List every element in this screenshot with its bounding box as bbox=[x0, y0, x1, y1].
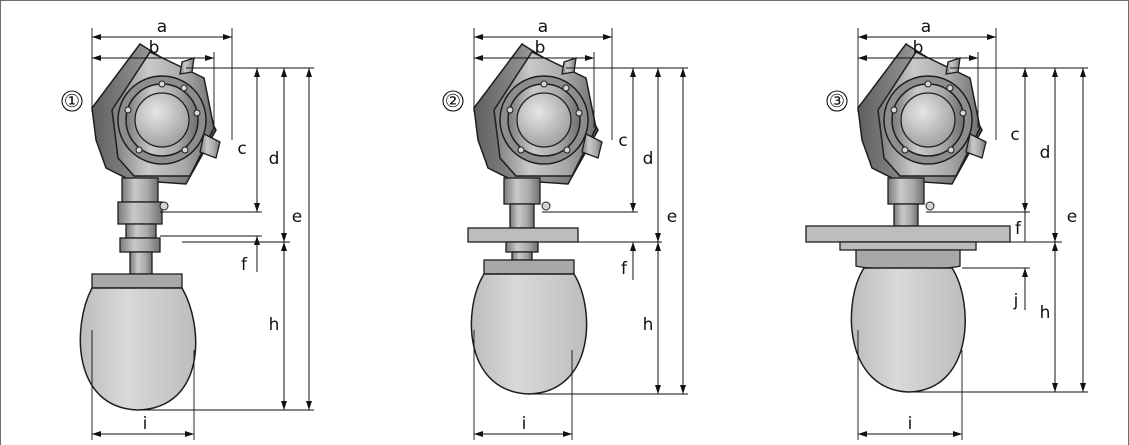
variant-3-horn-rim bbox=[855, 249, 961, 270]
variant-1-label-b: b bbox=[149, 38, 160, 58]
variant-3-label-a: a bbox=[921, 17, 931, 37]
variant-1-horn bbox=[79, 287, 197, 411]
variant-3-flange-step bbox=[839, 241, 977, 251]
variant-1-housing bbox=[91, 42, 221, 185]
variant-2-flange bbox=[467, 227, 579, 243]
variant-3-neck bbox=[887, 177, 925, 205]
variant-2-label-h: h bbox=[643, 315, 654, 335]
variant-1-thread bbox=[125, 223, 157, 239]
variant-2-label-f: f bbox=[621, 259, 628, 279]
variant-2-label-a: a bbox=[538, 17, 548, 37]
variant-3-number-circle bbox=[826, 90, 848, 112]
variant-3: ③ a b bbox=[805, 17, 1088, 440]
variant-1-number: ① bbox=[64, 91, 80, 112]
variant-1-label-h: h bbox=[269, 315, 280, 335]
variant-1-label-i: i bbox=[143, 414, 148, 434]
variant-2: ② a b bbox=[442, 17, 688, 440]
variant-1-nut bbox=[117, 201, 163, 225]
variant-2-horn bbox=[470, 273, 588, 395]
variant-3-housing bbox=[857, 42, 987, 185]
variant-3-flange bbox=[805, 225, 1011, 243]
variant-2-label-b: b bbox=[535, 38, 546, 58]
variant-1-label-a: a bbox=[157, 17, 167, 37]
variant-3-label-f: f bbox=[1015, 219, 1022, 239]
variant-3-label-e: e bbox=[1067, 207, 1077, 227]
variant-3-horn bbox=[850, 267, 966, 393]
variant-2-stem bbox=[509, 203, 535, 229]
variant-1-adapter bbox=[119, 237, 161, 253]
variant-1: ① a bbox=[61, 17, 314, 440]
variant-3-label-d: d bbox=[1040, 143, 1051, 163]
variant-2-housing bbox=[473, 42, 603, 185]
variant-3-label-c: c bbox=[1010, 125, 1019, 145]
variant-1-neck bbox=[121, 177, 159, 203]
variant-1-number-circle bbox=[61, 90, 83, 112]
variant-2-label-d: d bbox=[643, 149, 654, 169]
variant-2-number: ② bbox=[445, 91, 461, 112]
variant-2-neck bbox=[503, 177, 541, 205]
variant-1-horn-rim bbox=[91, 273, 183, 289]
variant-1-label-e: e bbox=[292, 207, 302, 227]
variant-2-horn-rim bbox=[483, 259, 575, 275]
variant-3-stem bbox=[893, 203, 919, 227]
variant-3-label-j: j bbox=[1013, 291, 1019, 311]
variant-3-label-h: h bbox=[1040, 303, 1051, 323]
variant-3-label-i: i bbox=[908, 414, 913, 434]
variant-2-thread bbox=[511, 251, 533, 261]
variant-2-number-circle bbox=[442, 90, 464, 112]
variant-1-stem bbox=[129, 251, 153, 275]
variant-3-number: ③ bbox=[829, 91, 845, 112]
variant-1-label-d: d bbox=[269, 149, 280, 169]
variant-2-collar bbox=[505, 241, 539, 253]
variant-3-label-b: b bbox=[913, 38, 924, 58]
variant-2-label-e: e bbox=[667, 207, 677, 227]
variant-2-label-i: i bbox=[522, 414, 527, 434]
variant-2-label-c: c bbox=[618, 131, 627, 151]
variant-1-label-f: f bbox=[241, 255, 248, 275]
variant-1-label-c: c bbox=[237, 139, 246, 159]
